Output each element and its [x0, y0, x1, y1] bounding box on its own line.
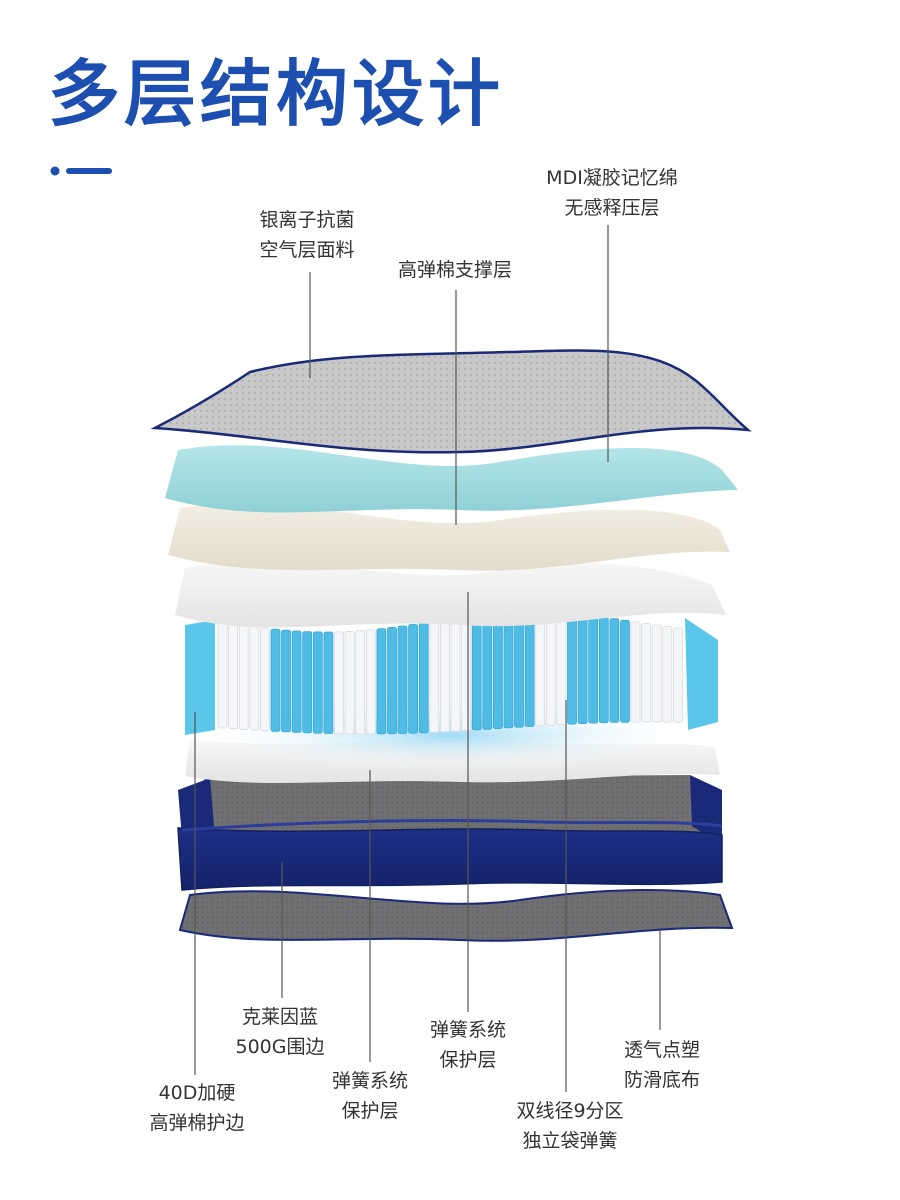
pocket-spring	[568, 614, 577, 724]
pocket-spring	[536, 612, 545, 726]
pocket-spring	[409, 625, 418, 734]
label-line: 500G围边	[210, 1032, 350, 1062]
label-line: 40D加硬	[122, 1078, 272, 1108]
pocket-spring	[610, 619, 619, 723]
label-navy-border: 克莱因蓝 500G围边	[210, 1002, 350, 1062]
pocket-spring	[525, 612, 534, 727]
label-line: 高弹棉支撑层	[380, 255, 530, 285]
label-line: 防滑底布	[592, 1065, 732, 1095]
upper-protective-sheet	[175, 561, 726, 627]
pocket-spring	[451, 618, 460, 731]
pocket-spring	[218, 622, 227, 728]
label-support-foam: 高弹棉支撑层	[380, 255, 530, 285]
navy-border-frame	[178, 775, 722, 890]
label-line: 弹簧系统	[398, 1015, 538, 1045]
pocket-spring	[673, 628, 682, 722]
pocket-spring	[642, 624, 651, 723]
pocket-spring	[504, 613, 513, 728]
pocket-spring	[599, 617, 608, 723]
pocket-spring	[621, 620, 630, 722]
pocket-spring	[663, 627, 672, 723]
label-line: 保护层	[300, 1096, 440, 1126]
pocket-spring	[589, 616, 598, 723]
pocket-spring	[631, 622, 640, 722]
pocket-spring	[493, 613, 502, 728]
pocket-spring	[239, 625, 248, 729]
label-protect-layer-left: 弹簧系统 保护层	[300, 1066, 440, 1126]
label-mdi-gel-foam: MDI凝胶记忆绵 无感释压层	[532, 163, 692, 223]
pocket-spring	[366, 630, 375, 734]
anti-slip-base-fabric	[180, 890, 732, 941]
pocket-spring	[356, 631, 365, 734]
pocket-spring	[282, 630, 291, 732]
pocket-spring	[260, 628, 269, 731]
pocket-spring	[345, 631, 354, 734]
pocket-spring	[250, 627, 259, 730]
pocket-spring	[324, 632, 333, 734]
pocket-spring	[515, 612, 524, 727]
pocket-spring	[462, 617, 471, 731]
pocket-spring	[335, 632, 344, 734]
support-foam-layer	[168, 504, 730, 571]
pocket-spring	[546, 612, 555, 725]
pocket-spring	[377, 629, 386, 734]
pocket-spring	[430, 621, 439, 732]
label-line: 透气点塑	[592, 1035, 732, 1065]
label-edge-foam: 40D加硬 高弹棉护边	[122, 1078, 272, 1138]
pocket-spring-layer	[185, 612, 718, 735]
label-line: 高弹棉护边	[122, 1108, 272, 1138]
pocket-spring	[229, 624, 238, 729]
pocket-spring	[303, 632, 312, 733]
label-line: 弹簧系统	[300, 1066, 440, 1096]
pocket-spring	[440, 620, 449, 732]
label-line: 空气层面料	[232, 235, 382, 265]
label-pocket-springs: 双线径9分区 独立袋弹簧	[490, 1096, 650, 1156]
pocket-spring	[557, 613, 566, 725]
label-silver-ion-fabric: 银离子抗菌 空气层面料	[232, 205, 382, 265]
label-line: 双线径9分区	[490, 1096, 650, 1126]
pocket-spring	[313, 632, 322, 733]
pocket-spring	[419, 623, 428, 733]
label-line: 克莱因蓝	[210, 1002, 350, 1032]
label-line: MDI凝胶记忆绵	[532, 163, 692, 193]
pocket-spring	[271, 629, 280, 731]
gel-memory-foam-layer	[165, 445, 738, 512]
pocket-spring	[472, 615, 481, 730]
pocket-spring	[578, 615, 587, 724]
label-anti-slip-base: 透气点塑 防滑底布	[592, 1035, 732, 1095]
label-line: 银离子抗菌	[232, 205, 382, 235]
top-fabric-layer	[155, 351, 748, 453]
pocket-spring	[388, 627, 397, 733]
pocket-spring	[292, 631, 301, 732]
label-line: 独立袋弹簧	[490, 1126, 650, 1156]
pocket-spring	[398, 626, 407, 734]
label-line: 无感释压层	[532, 193, 692, 223]
pocket-spring	[483, 614, 492, 729]
pocket-spring	[652, 625, 661, 722]
